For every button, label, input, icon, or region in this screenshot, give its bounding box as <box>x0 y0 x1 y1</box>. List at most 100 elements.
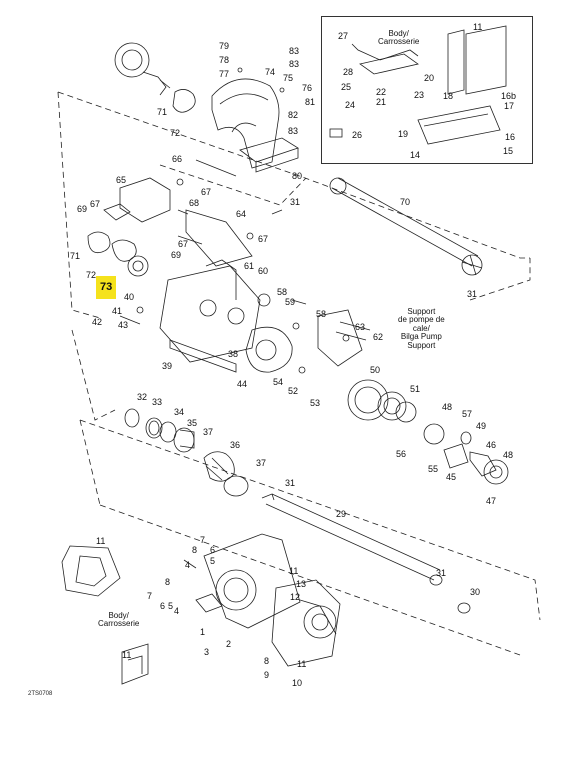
part-label: 30 <box>470 587 481 597</box>
part-label: 28 <box>343 67 354 77</box>
part-label: 58 <box>277 287 288 297</box>
part-label: 4 <box>185 560 191 570</box>
part-label: 33 <box>152 397 163 407</box>
part-label: 31 <box>467 289 478 299</box>
part-label: 53 <box>310 398 321 408</box>
part-label: 65 <box>116 175 127 185</box>
part-label: 25 <box>341 82 352 92</box>
part-label: 59 <box>285 297 296 307</box>
part-label: 29 <box>336 509 347 519</box>
part-label: 14 <box>410 150 421 160</box>
part-label: 44 <box>237 379 248 389</box>
part-label: 48 <box>442 402 453 412</box>
part-label: 31 <box>290 197 301 207</box>
part-label: 31 <box>436 568 447 578</box>
part-label: 4 <box>174 606 180 616</box>
part-label: 22 <box>376 87 387 97</box>
part-label: 47 <box>486 496 497 506</box>
part-label: 1 <box>200 627 206 637</box>
part-label: 55 <box>428 464 439 474</box>
part-label: 31 <box>285 478 296 488</box>
part-label: 82 <box>288 110 299 120</box>
part-label: 6 <box>160 601 166 611</box>
part-label: 34 <box>174 407 185 417</box>
part-label: 24 <box>345 100 356 110</box>
part-label: 9 <box>264 670 270 680</box>
part-label: 66 <box>172 154 183 164</box>
part-label: 49 <box>476 421 487 431</box>
part-label: 27 <box>338 31 349 41</box>
note-body-bottom: Body/Carrosserie <box>98 611 140 629</box>
part-label: 26 <box>352 130 363 140</box>
part-label: 11 <box>96 536 106 546</box>
part-label: 67 <box>258 234 269 244</box>
part-label: 79 <box>219 41 230 51</box>
part-label: 71 <box>70 251 81 261</box>
part-label: 56 <box>396 449 407 459</box>
part-label: 11 <box>122 650 132 660</box>
part-label: 11 <box>289 566 299 576</box>
part-label: 48 <box>503 450 514 460</box>
part-label: 76 <box>302 83 313 93</box>
part-label: 5 <box>168 601 174 611</box>
part-label: 8 <box>165 577 171 587</box>
part-label: 77 <box>219 69 230 79</box>
part-label: 21 <box>376 97 387 107</box>
part-label: 45 <box>446 472 457 482</box>
part-label: 37 <box>203 427 214 437</box>
part-label: 2 <box>226 639 232 649</box>
part-label: 70 <box>400 197 411 207</box>
part-label: 13 <box>296 579 307 589</box>
inset-box <box>321 16 533 164</box>
note-body-top: Body/Carrosserie <box>378 29 420 47</box>
part-label: 39 <box>162 361 173 371</box>
part-label: 7 <box>147 591 153 601</box>
part-label: 19 <box>398 129 409 139</box>
part-label: 72 <box>86 270 97 280</box>
part-label: 35 <box>187 418 198 428</box>
part-label: 8 <box>192 545 198 555</box>
part-label: 16 <box>505 132 516 142</box>
part-label: 83 <box>289 46 300 56</box>
part-label: 60 <box>258 266 269 276</box>
part-label: 67 <box>178 239 189 249</box>
part-label: 64 <box>236 209 247 219</box>
part-label: 10 <box>292 678 303 688</box>
part-label: 71 <box>157 107 168 117</box>
part-label: 42 <box>92 317 103 327</box>
part-label: 12 <box>290 592 301 602</box>
part-label: 11 <box>473 22 483 32</box>
part-label: 18 <box>443 91 454 101</box>
part-label: 62 <box>373 332 384 342</box>
part-label: 74 <box>265 67 276 77</box>
part-label: 36 <box>230 440 241 450</box>
part-label: 58 <box>316 309 327 319</box>
part-label: 69 <box>77 204 88 214</box>
part-label: 67 <box>201 187 212 197</box>
part-label: 67 <box>90 199 101 209</box>
part-label: 68 <box>189 198 200 208</box>
drawing-code: 2TS0708 <box>28 691 53 697</box>
part-label: 3 <box>204 647 210 657</box>
part-label: 80 <box>292 171 303 181</box>
part-label: 81 <box>305 97 316 107</box>
part-label: 50 <box>370 365 381 375</box>
part-label: 7 <box>200 535 206 545</box>
part-label: 40 <box>124 292 135 302</box>
part-label: 63 <box>355 322 366 332</box>
part-label: 43 <box>118 320 129 330</box>
part-label: 15 <box>503 146 514 156</box>
part-label: 83 <box>288 126 299 136</box>
part-label: 52 <box>288 386 299 396</box>
part-label-highlighted: 73 <box>96 276 117 299</box>
part-label: 51 <box>410 384 421 394</box>
part-label: 78 <box>219 55 230 65</box>
part-label: 37 <box>256 458 267 468</box>
part-label: 83 <box>289 59 300 69</box>
part-label: 75 <box>283 73 294 83</box>
part-label: 61 <box>244 261 255 271</box>
part-label: 69 <box>171 250 182 260</box>
part-label: 41 <box>112 306 123 316</box>
